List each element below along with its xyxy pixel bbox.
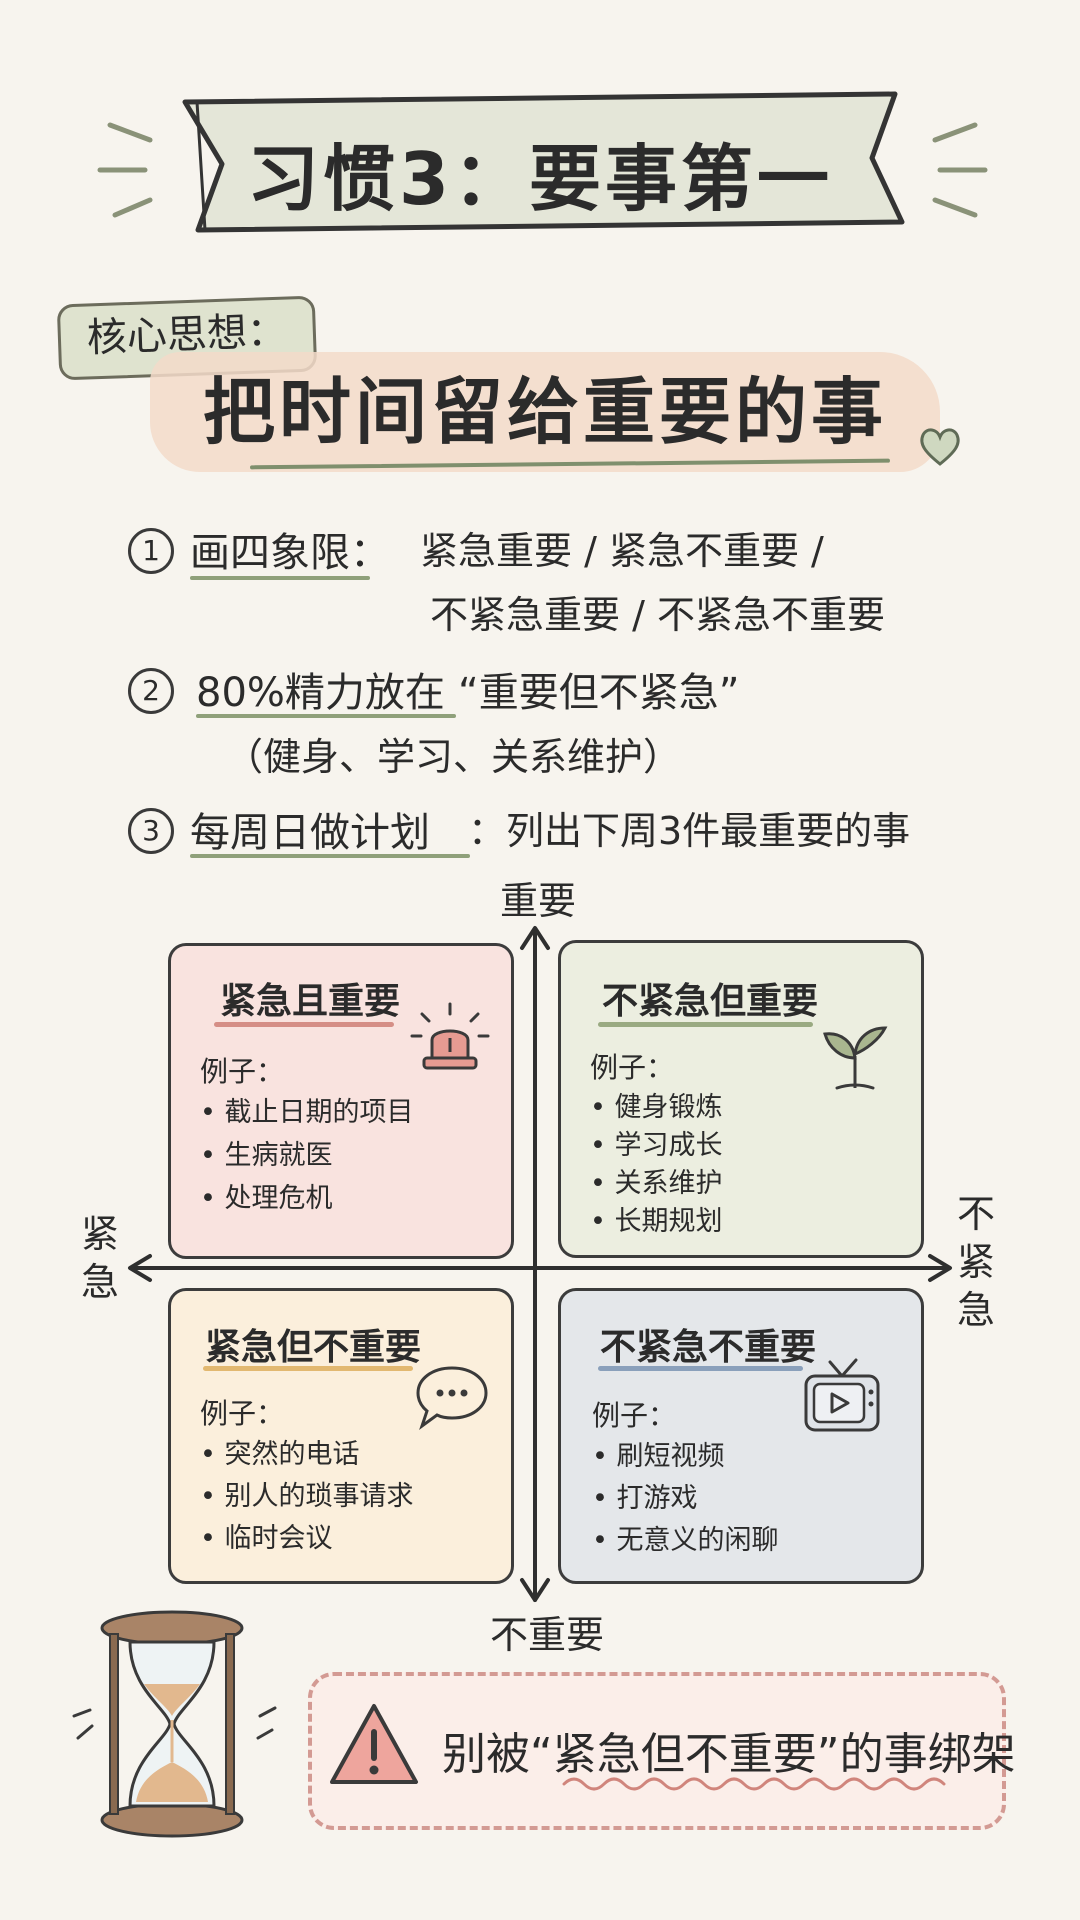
axis-not-important-label: 不重要 [490, 1613, 605, 1657]
point-2-line1: “重要但不紧急” [458, 670, 740, 716]
quadrant-3-title: 紧急但不重要 [205, 1327, 422, 1368]
quadrant-2-item: 关系维护 [590, 1161, 723, 1200]
point-number-3: 3 [128, 808, 174, 854]
point-2-line2: （健身、学习、关系维护） [225, 735, 682, 779]
quadrant-2-title: 不紧急但重要 [602, 981, 819, 1022]
quadrant-2-example-label: 例子： [590, 1051, 675, 1084]
axis-urgent-label: 紧急 [80, 1212, 119, 1304]
page-title: 习惯3：要事第一 [246, 137, 834, 221]
point-3-lead: 每周日做计划 [190, 810, 430, 856]
quadrant-1-underline [214, 1022, 394, 1027]
point-3-line1: ：列出下周3件最重要的事 [468, 809, 911, 853]
quadrant-3-item: 突然的电话 [200, 1432, 360, 1471]
point-number-2: 2 [128, 668, 174, 714]
quadrant-1-item: 生病就医 [200, 1133, 333, 1172]
sprout-icon [823, 1026, 888, 1090]
sparkle-lines-right [932, 122, 988, 218]
quadrant-3-item: 临时会议 [200, 1516, 333, 1555]
tv-icon [804, 1358, 880, 1432]
alarm-light-icon [410, 1002, 490, 1070]
quadrant-4-title: 不紧急不重要 [600, 1327, 817, 1368]
warning-text: 别被“紧急但不重要”的事绑架 [442, 1729, 1016, 1780]
speech-bubble-icon [416, 1366, 488, 1430]
point-3-underline [190, 854, 470, 858]
matrix-axes [128, 926, 952, 1602]
point-2-lead: 80%精力放在 [196, 670, 445, 716]
title-banner [97, 91, 988, 233]
quadrant-4-example-label: 例子： [592, 1399, 677, 1432]
warning-triangle-icon [330, 1704, 418, 1784]
quadrant-2-item: 学习成长 [590, 1123, 723, 1162]
quadrant-4-item: 刷短视频 [592, 1434, 725, 1473]
quadrant-2-underline [598, 1022, 813, 1027]
quadrant-2-item: 健身锻炼 [590, 1085, 723, 1124]
quadrant-4-item: 打游戏 [592, 1476, 698, 1515]
quadrant-2-item: 长期规划 [590, 1199, 723, 1238]
quadrant-3-item: 别人的琐事请求 [200, 1474, 414, 1513]
core-idea-main: 把时间留给重要的事 [202, 370, 887, 454]
heart-icon [920, 428, 960, 466]
highlight-wash [150, 352, 940, 472]
axis-important-label: 重要 [500, 879, 577, 923]
quadrant-1-item: 处理危机 [200, 1176, 333, 1215]
hourglass-icon [72, 1610, 277, 1838]
quadrant-3-example-label: 例子： [200, 1397, 285, 1430]
point-2-underline [196, 714, 456, 718]
warning-box [308, 1672, 1006, 1830]
point-number-1: 1 [128, 528, 174, 574]
quadrant-3-underline [203, 1366, 413, 1371]
quadrant-1-example-label: 例子： [200, 1055, 285, 1088]
wavy-underline [562, 1777, 946, 1791]
sparkle-lines-left [97, 122, 153, 218]
quadrant-4-item: 无意义的闲聊 [592, 1518, 779, 1557]
quadrant-1-title: 紧急且重要 [220, 981, 401, 1022]
point-1-line1: 紧急重要 / 紧急不重要 / [420, 529, 824, 573]
quadrant-4-underline [598, 1366, 803, 1371]
point-1-underline [190, 576, 370, 580]
axis-not-urgent-label: 不紧急 [956, 1192, 995, 1332]
point-1-lead: 画四象限： [190, 530, 390, 576]
point-1-line2: 不紧急重要 / 不紧急不重要 [430, 593, 885, 637]
quadrant-1-item: 截止日期的项目 [200, 1090, 414, 1129]
